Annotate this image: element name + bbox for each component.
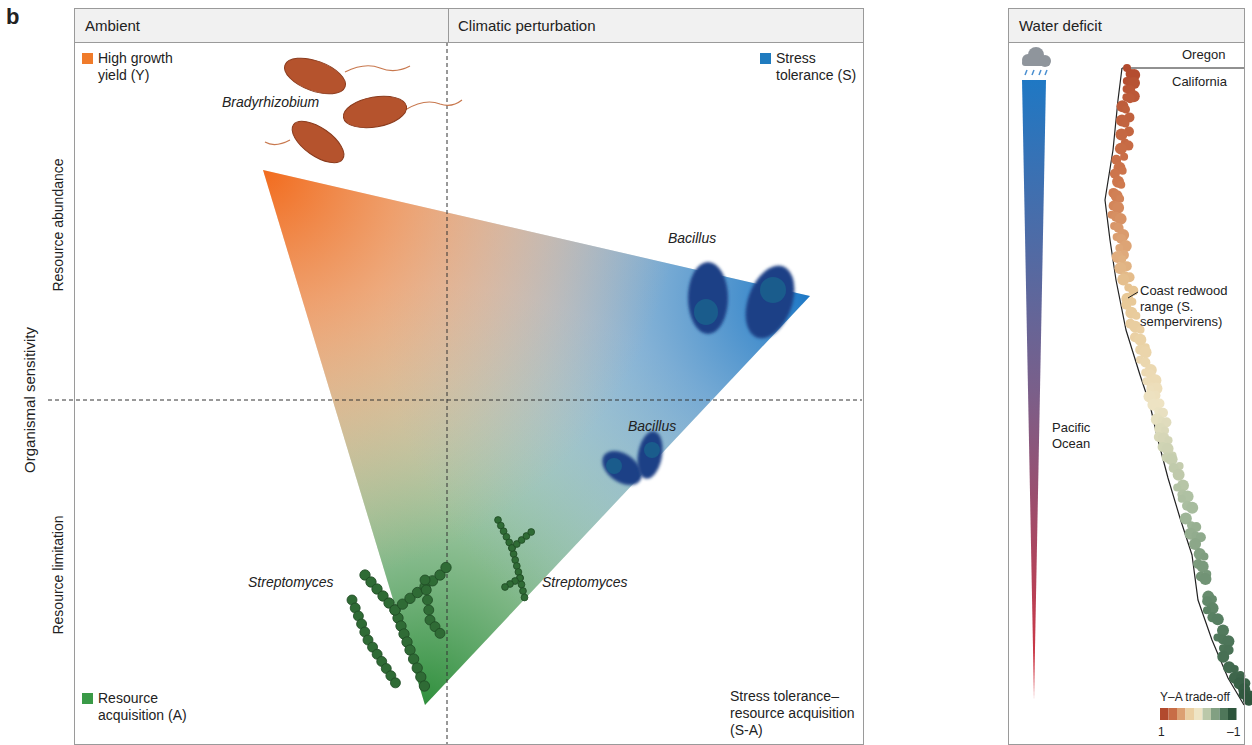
organism-name: Streptomyces	[248, 574, 334, 591]
text-label: Pacific Ocean	[1052, 420, 1122, 451]
text-label: Oregon	[1182, 47, 1225, 63]
text-label: Coast redwood range (S. sempervirens)	[1140, 283, 1244, 330]
organism-name: Bacillus	[668, 230, 716, 247]
legend-item: Resource acquisition (A)	[82, 690, 202, 724]
legend-swatch	[760, 53, 771, 64]
axis-label: Organismal sensitivity	[21, 327, 39, 473]
text-label: b	[6, 4, 19, 30]
panel-header: Water deficit	[1019, 17, 1102, 34]
legend-swatch	[82, 693, 93, 704]
text-label: –1	[1227, 725, 1240, 739]
text-label: Y–A trade-off	[1160, 690, 1230, 704]
deficit-bar	[1022, 80, 1046, 700]
cloud-icon	[1022, 47, 1051, 75]
legend-text: Resource acquisition (A)	[98, 690, 202, 724]
legend-text: High growth yield (Y)	[98, 50, 202, 84]
legend-swatch	[82, 53, 93, 64]
text-label: 1	[1158, 725, 1165, 739]
bacillus-cells	[596, 259, 804, 492]
redwood-range	[1108, 64, 1252, 706]
text-label: California	[1172, 74, 1227, 90]
panel-header: Climatic perturbation	[458, 17, 596, 34]
organism-name: Bradyrhizobium	[222, 94, 319, 111]
legend-text: Stress tolerance (S)	[776, 50, 860, 84]
coastline	[1105, 68, 1244, 705]
streptomyces-chains	[347, 517, 535, 692]
state-border	[1122, 68, 1245, 69]
panel: Ambient Climatic perturbation	[74, 8, 864, 745]
panel-header: Ambient	[85, 17, 140, 34]
text-label: Stress tolerance–resource acquisition (S…	[730, 688, 855, 738]
legend-item: Stress tolerance (S)	[760, 50, 860, 84]
legend-item: High growth yield (Y)	[82, 50, 202, 84]
organism-name: Bacillus	[628, 418, 676, 435]
colorbar	[1160, 708, 1237, 720]
axis-label: Resource abundance	[50, 158, 67, 291]
leader-line	[1128, 292, 1138, 298]
panel: Water deficit	[1008, 8, 1245, 745]
header-divider	[448, 9, 449, 42]
organism-name: Streptomyces	[542, 574, 628, 591]
axis-label: Resource limitation	[50, 515, 67, 634]
